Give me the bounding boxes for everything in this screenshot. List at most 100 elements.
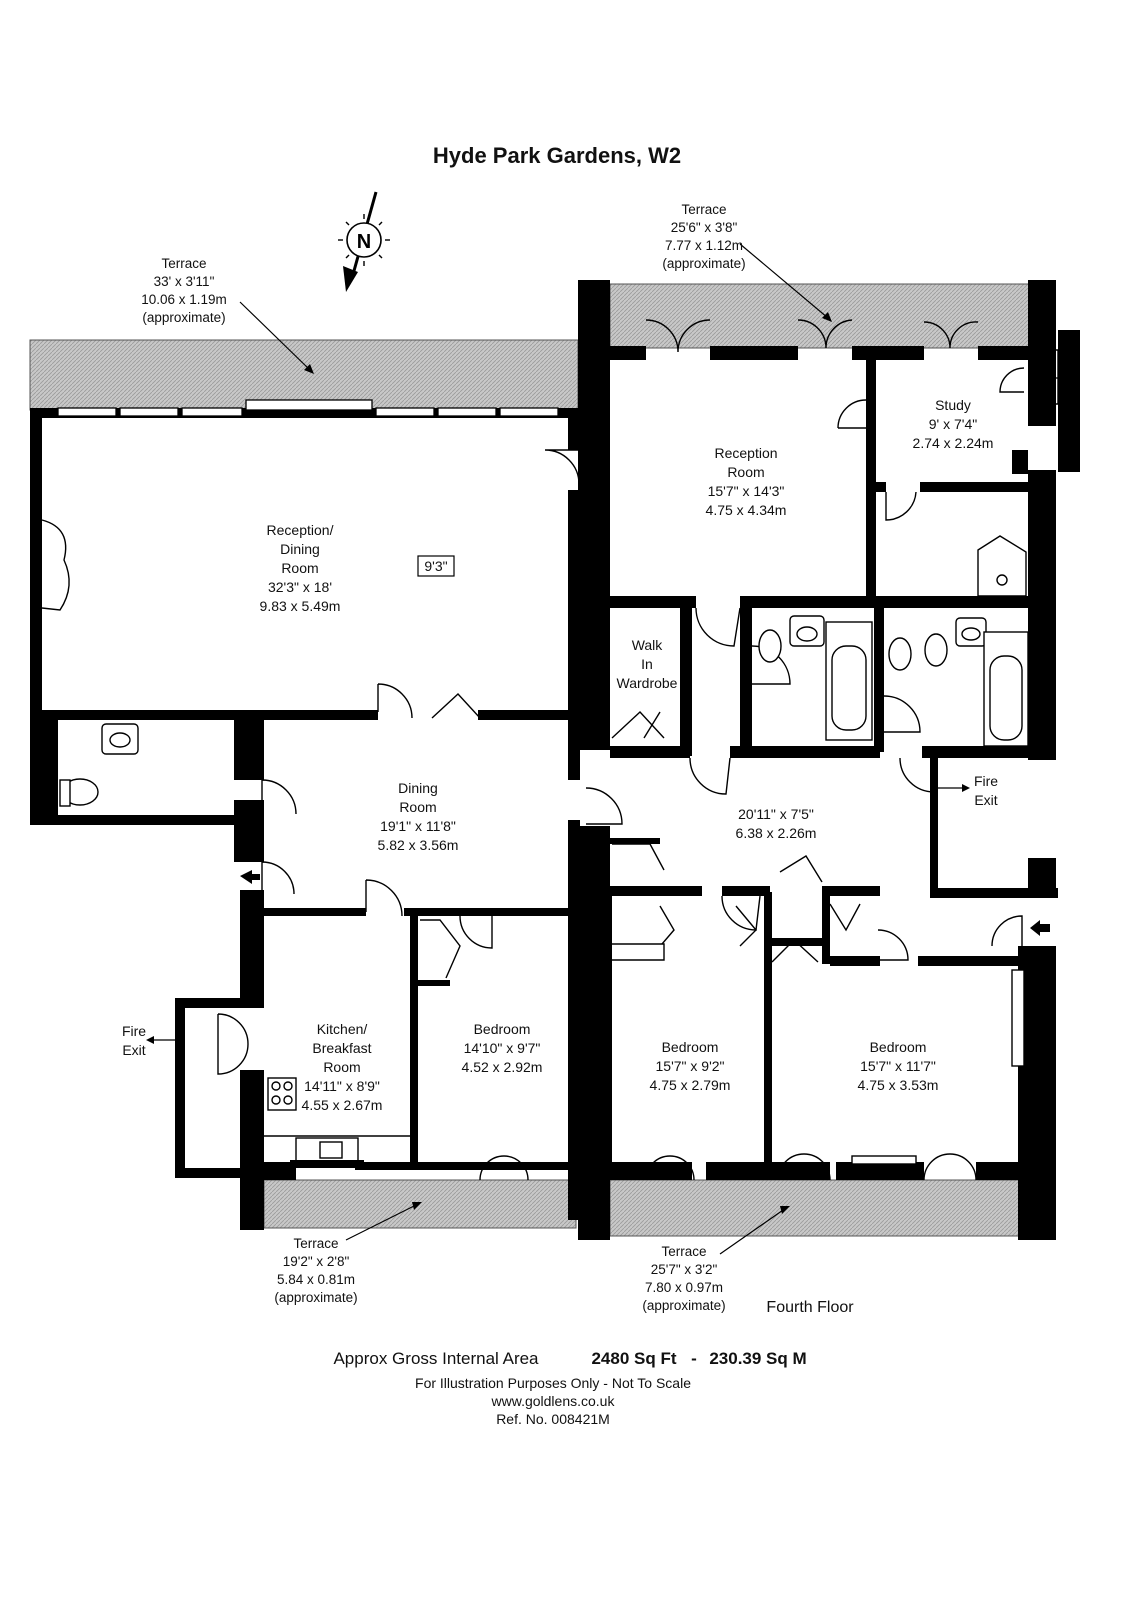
svg-text:20'11" x 7'5": 20'11" x 7'5": [738, 806, 814, 822]
area-label: Approx Gross Internal Area: [333, 1349, 539, 1368]
svg-text:Wardrobe: Wardrobe: [617, 675, 678, 691]
room-reception: Reception Room 15'7" x 14'3" 4.75 x 4.34…: [706, 445, 787, 518]
svg-text:Terrace: Terrace: [661, 1244, 706, 1259]
room-hallway: 20'11" x 7'5" 6.38 x 2.26m: [736, 806, 817, 841]
svg-text:Terrace: Terrace: [681, 202, 726, 217]
terrace-south-east-label: Terrace 25'7" x 3'2" 7.80 x 0.97m (appro…: [642, 1244, 725, 1313]
svg-text:Reception/: Reception/: [267, 522, 334, 538]
svg-text:25'6" x 3'8": 25'6" x 3'8": [671, 220, 738, 235]
terrace-south-east-area: [609, 1179, 1029, 1237]
svg-text:14'10" x 9'7": 14'10" x 9'7": [464, 1040, 541, 1056]
terrace-north-area: [609, 283, 1033, 349]
room-study: Study 9' x 7'4" 2.74 x 2.24m: [913, 397, 994, 451]
area-sq-ft: 2480 Sq Ft: [591, 1349, 676, 1368]
kitchen-label-line: 14'11" x 8'9": [304, 1078, 380, 1094]
shower-icon: [977, 535, 1027, 597]
svg-text:Reception: Reception: [714, 445, 777, 461]
svg-text:Breakfast: Breakfast: [312, 1040, 371, 1056]
svg-text:10.06 x 1.19m: 10.06 x 1.19m: [141, 292, 227, 307]
svg-text:Fire: Fire: [974, 773, 998, 789]
area-sq-m: 230.39 Sq M: [709, 1349, 806, 1368]
svg-text:6.38 x 2.26m: 6.38 x 2.26m: [736, 825, 817, 841]
svg-text:Study: Study: [935, 397, 971, 413]
website: www.goldlens.co.uk: [491, 1393, 616, 1409]
ceiling-height-box: [417, 555, 455, 577]
fire-exit-east-label: Fire Exit: [974, 773, 998, 808]
svg-text:Terrace: Terrace: [293, 1236, 338, 1251]
svg-text:2.74 x 2.24m: 2.74 x 2.24m: [913, 435, 994, 451]
svg-text:4.75 x 3.53m: 4.75 x 3.53m: [858, 1077, 939, 1093]
ceiling-height: 9'3": [424, 558, 447, 574]
entrance-arrow-east-icon: [1030, 920, 1050, 936]
svg-text:4.75 x 4.34m: 4.75 x 4.34m: [706, 502, 787, 518]
walls: [30, 280, 1080, 1240]
svg-text:Bedroom: Bedroom: [870, 1039, 927, 1055]
svg-text:9' x 7'4": 9' x 7'4": [929, 416, 977, 432]
fire-exit-arrows: [146, 784, 970, 1044]
svg-text:Dining: Dining: [280, 541, 320, 557]
north-compass-icon: N: [338, 191, 390, 292]
svg-text:Exit: Exit: [974, 792, 997, 808]
room-bedroom-2: Bedroom 15'7" x 9'2" 4.75 x 2.79m: [650, 1039, 731, 1093]
kitchen-label-line: 4.55 x 2.67m: [302, 1097, 383, 1113]
cupboards: [420, 711, 1025, 1165]
svg-text:Terrace: Terrace: [161, 256, 206, 271]
room-reception-dining: Reception/ Dining Room 32'3" x 18' 9.83 …: [260, 522, 341, 614]
fire-exit-west-label: Fire Exit: [122, 1023, 146, 1058]
svg-text:25'7" x 3'2": 25'7" x 3'2": [651, 1262, 718, 1277]
svg-text:(approximate): (approximate): [662, 256, 745, 271]
svg-text:15'7" x 14'3": 15'7" x 14'3": [708, 483, 785, 499]
svg-text:Kitchen/: Kitchen/: [317, 1021, 368, 1037]
disclaimer: For Illustration Purposes Only - Not To …: [415, 1375, 691, 1391]
room-bedroom-1: Bedroom 14'10" x 9'7" 4.52 x 2.92m: [462, 1021, 543, 1075]
windows-west: [57, 399, 559, 417]
svg-text:(approximate): (approximate): [642, 1298, 725, 1313]
staircase-icon: [1034, 349, 1080, 405]
room-bedroom-3: Bedroom 15'7" x 11'7" 4.75 x 3.53m: [858, 1039, 939, 1093]
svg-text:33' x 3'11": 33' x 3'11": [154, 274, 215, 289]
svg-text:19'2" x 2'8": 19'2" x 2'8": [283, 1254, 350, 1269]
svg-text:4.75 x 2.79m: 4.75 x 2.79m: [650, 1077, 731, 1093]
svg-text:(approximate): (approximate): [142, 310, 225, 325]
svg-text:19'1" x 11'8": 19'1" x 11'8": [380, 818, 456, 834]
svg-text:5.84 x 0.81m: 5.84 x 0.81m: [277, 1272, 355, 1287]
kitchen-fixtures: [264, 1077, 410, 1168]
svg-text:In: In: [641, 656, 653, 672]
terrace-north-label: Terrace 25'6" x 3'8" 7.77 x 1.12m (appro…: [662, 202, 745, 271]
svg-text:Room: Room: [323, 1059, 360, 1075]
terrace-south-west-label: Terrace 19'2" x 2'8" 5.84 x 0.81m (appro…: [274, 1236, 357, 1305]
svg-text:Bedroom: Bedroom: [474, 1021, 531, 1037]
reference-number: Ref. No. 008421M: [496, 1411, 610, 1427]
svg-text:7.77 x 1.12m: 7.77 x 1.12m: [665, 238, 743, 253]
svg-text:5.82 x 3.56m: 5.82 x 3.56m: [378, 837, 459, 853]
area-separator: -: [691, 1349, 697, 1368]
bathroom-fixtures: [59, 615, 1029, 807]
svg-text:15'7" x 9'2": 15'7" x 9'2": [656, 1058, 725, 1074]
entrance-arrow-icon: [240, 870, 260, 884]
floor-label: Fourth Floor: [766, 1299, 854, 1316]
svg-text:9.83 x 5.49m: 9.83 x 5.49m: [260, 598, 341, 614]
room-kitchen-dims: 14'11" x 8'9" 4.55 x 2.67m: [302, 1078, 383, 1113]
svg-text:Fire: Fire: [122, 1023, 146, 1039]
terrace-leader-lines: [239, 243, 832, 1255]
door-swings: [217, 319, 1025, 1181]
room-dining: Dining Room 19'1" x 11'8" 5.82 x 3.56m: [378, 780, 459, 853]
terrace-west-label: Terrace 33' x 3'11" 10.06 x 1.19m (appro…: [141, 256, 227, 325]
svg-text:Room: Room: [281, 560, 318, 576]
plan-title: Hyde Park Gardens, W2: [433, 143, 681, 168]
svg-text:Dining: Dining: [398, 780, 438, 796]
svg-text:32'3" x 18': 32'3" x 18': [268, 579, 332, 595]
svg-text:4.52 x 2.92m: 4.52 x 2.92m: [462, 1059, 543, 1075]
svg-text:Bedroom: Bedroom: [662, 1039, 719, 1055]
fireplace-icon: [41, 519, 70, 611]
room-walk-in-wardrobe: Walk In Wardrobe: [617, 637, 678, 691]
svg-text:Room: Room: [399, 799, 436, 815]
svg-text:7.80 x 0.97m: 7.80 x 0.97m: [645, 1280, 723, 1295]
svg-text:Exit: Exit: [122, 1042, 145, 1058]
room-kitchen: Kitchen/ Breakfast Room: [312, 1021, 371, 1075]
compass-letter: N: [357, 231, 371, 253]
svg-text:Walk: Walk: [632, 637, 664, 653]
svg-text:15'7" x 11'7": 15'7" x 11'7": [860, 1058, 936, 1074]
svg-text:(approximate): (approximate): [274, 1290, 357, 1305]
